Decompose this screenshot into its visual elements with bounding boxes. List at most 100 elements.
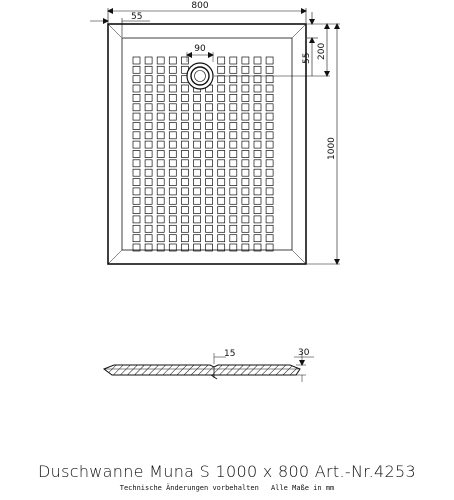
anti-slip-square <box>241 112 250 121</box>
anti-slip-square <box>144 206 153 214</box>
anti-slip-square <box>205 234 213 243</box>
anti-slip-square <box>205 150 213 158</box>
anti-slip-square <box>181 215 189 224</box>
anti-slip-square <box>181 234 189 243</box>
anti-slip-square <box>181 206 189 214</box>
anti-slip-square <box>168 75 177 84</box>
anti-slip-square <box>241 215 250 224</box>
anti-slip-square <box>229 206 238 214</box>
anti-slip-square <box>168 243 177 252</box>
anti-slip-square <box>217 168 226 177</box>
anti-slip-square <box>229 131 238 140</box>
anti-slip-square <box>205 103 213 112</box>
anti-slip-square <box>241 178 250 186</box>
anti-slip-square <box>181 56 189 65</box>
anti-slip-square <box>193 206 201 214</box>
anti-slip-square <box>144 187 153 196</box>
anti-slip-square <box>132 94 141 102</box>
anti-slip-square <box>205 224 213 233</box>
anti-slip-square <box>241 206 250 214</box>
anti-slip-square <box>193 168 201 177</box>
anti-slip-square <box>181 168 189 177</box>
anti-slip-square <box>144 65 153 74</box>
anti-slip-square <box>132 150 141 158</box>
anti-slip-square <box>205 131 213 140</box>
tray-profile: 15 30 <box>102 348 314 382</box>
anti-slip-square <box>181 150 189 158</box>
anti-slip-square <box>144 103 153 112</box>
anti-slip-square <box>253 65 262 74</box>
anti-slip-square <box>144 122 153 130</box>
anti-slip-square <box>253 75 262 84</box>
anti-slip-square <box>265 159 274 168</box>
anti-slip-square <box>241 122 250 130</box>
anti-slip-square <box>253 140 262 149</box>
anti-slip-square <box>217 159 226 168</box>
anti-slip-square <box>168 140 177 149</box>
anti-slip-square <box>156 196 165 205</box>
anti-slip-square <box>193 131 201 140</box>
anti-slip-square <box>241 159 250 168</box>
anti-slip-square <box>241 75 250 84</box>
dim-rim-left-label: 55 <box>131 12 142 22</box>
anti-slip-square <box>156 122 165 130</box>
anti-slip-square <box>144 84 153 93</box>
anti-slip-square <box>181 224 189 233</box>
anti-slip-square <box>253 243 262 252</box>
anti-slip-square <box>144 75 153 84</box>
anti-slip-square <box>193 159 201 168</box>
anti-slip-square <box>168 159 177 168</box>
anti-slip-square <box>132 168 141 177</box>
anti-slip-square <box>217 75 226 84</box>
anti-slip-square <box>253 215 262 224</box>
anti-slip-square <box>265 178 274 186</box>
anti-slip-square <box>205 159 213 168</box>
anti-slip-square <box>144 56 153 65</box>
anti-slip-square <box>265 112 274 121</box>
profile-section <box>102 364 301 376</box>
anti-slip-square <box>132 178 141 186</box>
anti-slip-square <box>132 103 141 112</box>
anti-slip-square <box>132 112 141 121</box>
anti-slip-square <box>265 206 274 214</box>
anti-slip-square <box>193 243 201 252</box>
dim-rim-top-label: 55 <box>302 53 312 64</box>
anti-slip-square <box>241 56 250 65</box>
anti-slip-square <box>205 140 213 149</box>
anti-slip-square <box>144 131 153 140</box>
anti-slip-square <box>217 122 226 130</box>
anti-slip-square <box>168 122 177 130</box>
anti-slip-square <box>253 131 262 140</box>
anti-slip-square <box>132 122 141 130</box>
anti-slip-square <box>144 196 153 205</box>
anti-slip-square <box>229 75 238 84</box>
anti-slip-square <box>193 196 201 205</box>
anti-slip-square <box>229 150 238 158</box>
anti-slip-square <box>241 243 250 252</box>
anti-slip-square <box>132 224 141 233</box>
anti-slip-square <box>217 196 226 205</box>
anti-slip-square <box>229 224 238 233</box>
anti-slip-square <box>168 150 177 158</box>
anti-slip-square <box>265 168 274 177</box>
anti-slip-square <box>132 65 141 74</box>
anti-slip-square <box>253 94 262 102</box>
anti-slip-square <box>144 168 153 177</box>
anti-slip-square <box>168 196 177 205</box>
anti-slip-square <box>229 178 238 186</box>
anti-slip-square <box>193 122 201 130</box>
drain <box>186 62 214 90</box>
anti-slip-square <box>265 56 274 65</box>
anti-slip-square <box>229 140 238 149</box>
anti-slip-square <box>144 178 153 186</box>
anti-slip-square <box>193 103 201 112</box>
anti-slip-square <box>156 234 165 243</box>
anti-slip-square <box>144 224 153 233</box>
anti-slip-square <box>229 196 238 205</box>
anti-slip-square <box>181 103 189 112</box>
anti-slip-square <box>193 224 201 233</box>
anti-slip-square <box>241 131 250 140</box>
anti-slip-square <box>132 206 141 214</box>
anti-slip-square <box>217 187 226 196</box>
dim-drain-offset-label: 200 <box>317 43 327 60</box>
